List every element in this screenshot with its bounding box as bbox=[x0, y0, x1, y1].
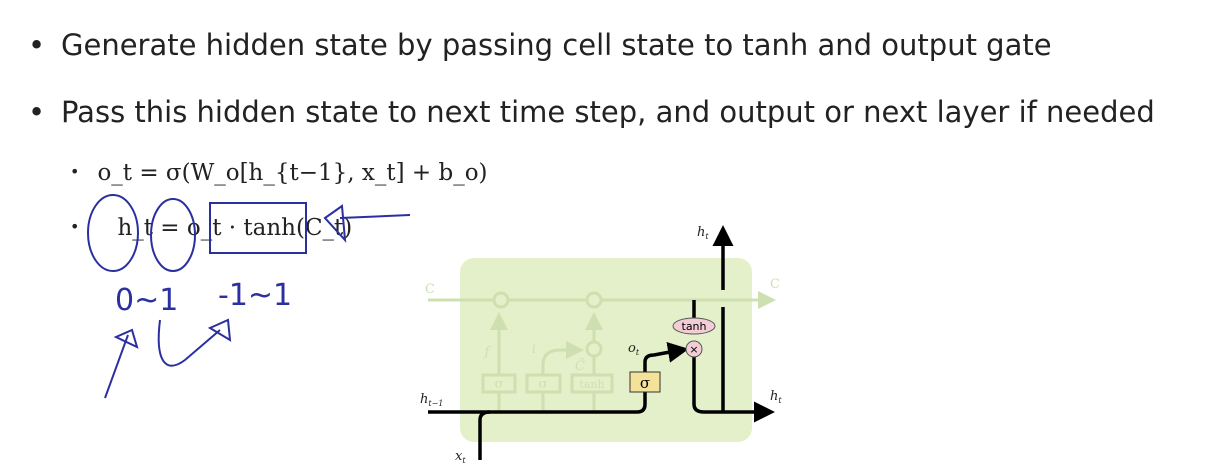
bullet-text: Pass this hidden state to next time step… bbox=[61, 95, 1155, 129]
multiply-label: × bbox=[689, 343, 698, 356]
curved-arrow-icon bbox=[157, 318, 232, 367]
gate-candidate-tanh: tanh bbox=[579, 378, 604, 391]
arrow-up-icon bbox=[104, 328, 139, 399]
box-tanh bbox=[209, 202, 307, 254]
lstm-cell bbox=[460, 258, 752, 442]
tanh-op bbox=[672, 317, 716, 335]
equation-text: h_t = o_t · tanh(C_t) bbox=[117, 215, 353, 241]
equation-output-gate: •o_t = σ(W_o[h_{t−1}, x_t] + b_o) bbox=[70, 160, 488, 186]
bullet-dot: • bbox=[28, 28, 46, 62]
label-i: i bbox=[532, 342, 536, 357]
label-f: f bbox=[484, 345, 492, 360]
label-h-prev: ht−1 bbox=[420, 392, 443, 408]
label-x: xt bbox=[455, 449, 466, 465]
bullet-text: Generate hidden state by passing cell st… bbox=[61, 28, 1052, 62]
label-c-next: C bbox=[770, 277, 780, 292]
label-o: ot bbox=[628, 341, 640, 357]
gate-input-sigma: σ bbox=[539, 377, 548, 392]
range-tanh: -1~1 bbox=[218, 278, 292, 313]
gate-forget-sigma: σ bbox=[495, 377, 504, 392]
sigma-label: σ bbox=[640, 374, 650, 392]
range-ot: 0~1 bbox=[115, 283, 178, 318]
multiply-op bbox=[685, 340, 703, 358]
circle-ht bbox=[87, 194, 139, 272]
label-c-prev: C bbox=[425, 282, 435, 297]
label-h-right: ht bbox=[770, 389, 782, 405]
output-gate-sigma bbox=[629, 371, 661, 393]
arrow-left-icon bbox=[323, 204, 411, 243]
label-h-top: ht bbox=[697, 225, 709, 241]
label-c-tilde: C̃ bbox=[575, 358, 585, 374]
equation-hidden-state: •h_t = o_t · tanh(C_t) bbox=[70, 215, 353, 241]
equation-text: o_t = σ(W_o[h_{t−1}, x_t] + b_o) bbox=[97, 160, 488, 186]
tanh-label: tanh bbox=[682, 320, 707, 333]
bullet-dot: • bbox=[28, 95, 46, 129]
circle-ot bbox=[150, 198, 196, 272]
